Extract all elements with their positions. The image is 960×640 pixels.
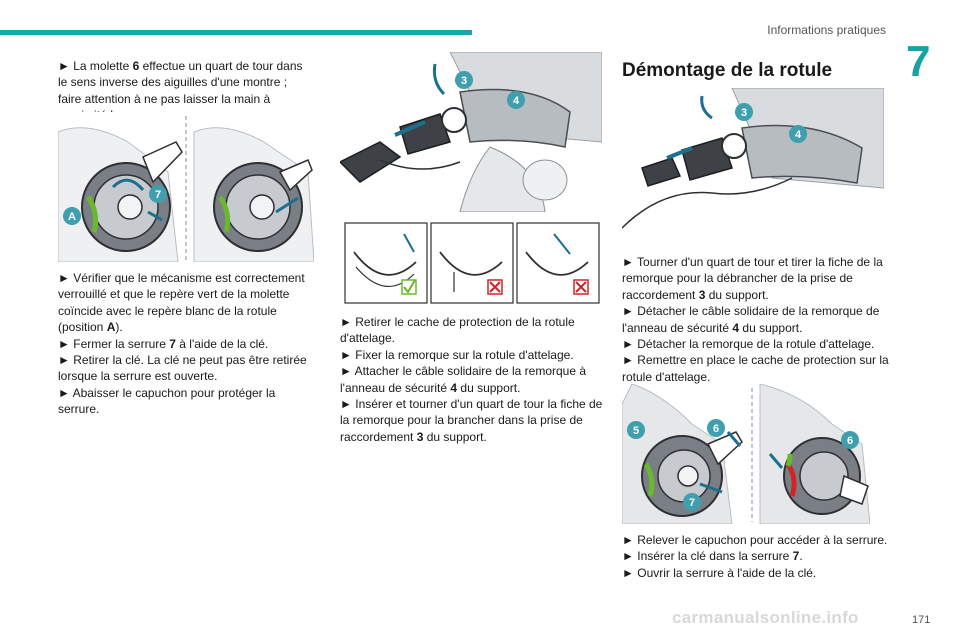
label-7: 7	[149, 185, 167, 203]
col1-intro: ► La molette 6 effectue un quart de tour…	[58, 58, 313, 124]
label-5: 5	[627, 421, 645, 439]
col1-paragraph-1: ► La molette 6 effectue un quart de tour…	[58, 59, 303, 122]
page-number: 171	[912, 614, 931, 626]
col3-paragraph-3: ► Détacher la remorque de la rotule d'at…	[622, 337, 875, 352]
figure-trailer-plug-connect: 3 4	[340, 52, 602, 212]
col2-paragraph-4: ► Insérer et tourner d'un quart de tour …	[340, 397, 603, 444]
section-title: Démontage de la rotule	[622, 60, 833, 81]
label-3-c3: 3	[735, 103, 753, 121]
label-3: 3	[455, 71, 473, 89]
col2-paragraph-2: ► Fixer la remorque sur la rotule d'atte…	[340, 347, 574, 362]
label-4: 4	[507, 91, 525, 109]
col1-paragraph-5: ► Abaisser le capuchon pour protéger la …	[58, 385, 276, 417]
svg-text:3: 3	[461, 75, 467, 87]
col3-paragraph-2: ► Détacher le câble solidaire de la remo…	[622, 304, 880, 335]
svg-text:7: 7	[689, 497, 695, 509]
label-6: 6	[707, 419, 725, 437]
chapter-number: 7	[906, 37, 931, 86]
svg-text:4: 4	[513, 95, 520, 107]
col2-paragraph-1: ► Retirer le cache de protection de la r…	[340, 315, 575, 346]
figure-trailer-plug-disconnect: 3 4	[622, 88, 884, 236]
col3-header: Démontage de la rotule	[622, 60, 890, 82]
label-4-c3: 4	[789, 125, 807, 143]
figure-lock-positions: A 7	[58, 112, 314, 262]
header-accent-bar	[0, 30, 472, 35]
svg-text:7: 7	[155, 189, 161, 201]
col1-paragraph-3: ► Fermer la serrure 7 à l'aide de la clé…	[58, 336, 269, 351]
col3-paragraph-6: ► Insérer la clé dans la serrure 7.	[622, 549, 803, 564]
svg-text:3: 3	[741, 107, 747, 119]
figure-cable-routing-options	[344, 222, 600, 304]
svg-text:6: 6	[713, 423, 719, 435]
label-6-b: 6	[841, 431, 859, 449]
col3-paragraph-1: ► Tourner d'un quart de tour et tirer la…	[622, 255, 883, 302]
col1-paragraph-4: ► Retirer la clé. La clé ne peut pas êtr…	[58, 353, 307, 384]
col1-paragraph-2: ► Vérifier que le mécanisme est correcte…	[58, 271, 305, 335]
header-title: Informations pratiques	[767, 23, 886, 37]
col1-instructions: ► Vérifier que le mécanisme est correcte…	[58, 270, 313, 418]
col3-paragraph-7: ► Ouvrir la serrure à l'aide de la clé.	[622, 565, 817, 580]
figure-lock-open: 5 6 7 6	[622, 384, 870, 524]
col3-paragraph-4: ► Remettre en place le cache de protecti…	[622, 353, 889, 384]
col3-instructions-2: ► Relever le capuchon pour accéder à la …	[622, 532, 890, 581]
option-wrong-2	[516, 222, 600, 304]
option-wrong-1	[430, 222, 514, 304]
svg-text:4: 4	[795, 129, 802, 141]
svg-text:5: 5	[633, 425, 639, 437]
col2-instructions: ► Retirer le cache de protection de la r…	[340, 314, 605, 445]
watermark: carmanualsonline.info	[672, 608, 859, 627]
svg-text:6: 6	[847, 435, 853, 447]
option-correct	[344, 222, 428, 304]
col3-instructions-1: ► Tourner d'un quart de tour et tirer la…	[622, 254, 890, 385]
svg-text:A: A	[68, 211, 76, 223]
col2-paragraph-3: ► Attacher le câble solidaire de la remo…	[340, 364, 587, 395]
col3-paragraph-5: ► Relever le capuchon pour accéder à la …	[622, 533, 888, 547]
label-7-c3: 7	[683, 493, 701, 511]
label-a: A	[63, 207, 81, 225]
